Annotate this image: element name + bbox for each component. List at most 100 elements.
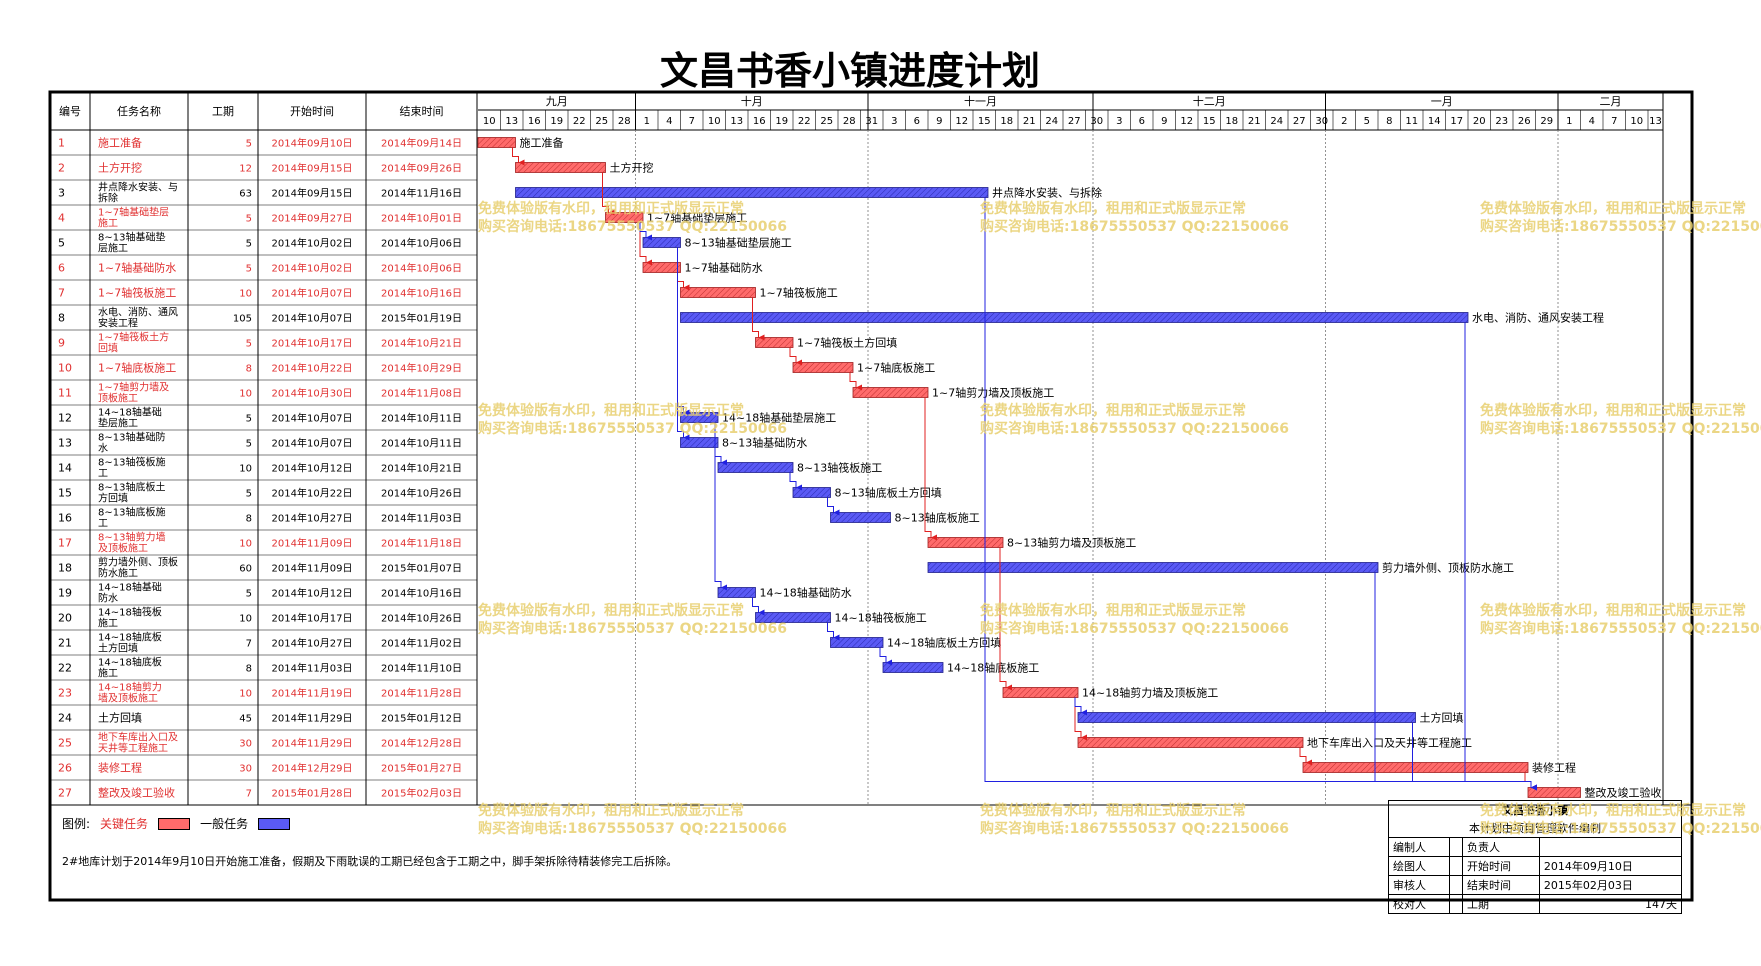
task-no: 24: [58, 712, 72, 725]
task-name: 方回填: [98, 492, 128, 505]
dependency-link: [1412, 722, 1537, 791]
day-tick-label: 30: [1090, 116, 1103, 127]
day-tick-label: 20: [1473, 116, 1486, 127]
gantt-bar: [642, 237, 681, 248]
task-duration: 8: [246, 664, 252, 675]
watermark: 免费体验版有水印，租用和正式版显示正常购买咨询电话:18675550537 QQ…: [1480, 603, 1761, 637]
gantt-bar-label: 土方开挖: [610, 161, 654, 175]
task-end: 2014年11月18日: [381, 537, 462, 550]
task-start: 2014年10月07日: [272, 287, 353, 300]
legend-normal-label: 一般任务: [200, 817, 249, 831]
day-tick-label: 1: [644, 116, 650, 127]
day-tick-label: 15: [978, 116, 991, 127]
task-start: 2014年11月03日: [272, 662, 353, 675]
gantt-bar-label: 14~18轴筏板施工: [835, 611, 927, 625]
gantt-bar-label: 土方回填: [1420, 711, 1464, 725]
task-name: 8~13轴底板土: [98, 481, 165, 494]
gantt-bar: [852, 387, 929, 398]
day-tick-label: 19: [775, 116, 788, 127]
task-no: 18: [58, 562, 72, 575]
dependency-link: [1074, 697, 1087, 716]
task-duration: 5: [246, 439, 252, 450]
day-tick-label: 16: [528, 116, 541, 127]
gantt-bar-label: 14~18轴剪力墙及顶板施工: [1082, 686, 1218, 700]
task-name: 土方开挖: [98, 161, 142, 175]
day-tick-label: 14: [1428, 116, 1441, 127]
gantt-bar: [927, 537, 1004, 548]
task-duration: 7: [246, 789, 252, 800]
task-name: 8~13轴剪力墙: [98, 531, 165, 544]
task-start: 2014年09月10日: [272, 137, 353, 150]
day-tick-label: 10: [1630, 116, 1643, 127]
day-tick-label: 29: [1540, 116, 1553, 127]
task-end: 2014年11月10日: [381, 662, 462, 675]
task-duration: 10: [239, 539, 252, 550]
task-start: 2014年09月15日: [272, 162, 353, 175]
task-no: 1: [58, 137, 65, 150]
task-name: 回填: [98, 342, 118, 355]
dependency-link: [1464, 322, 1537, 791]
gantt-bar: [515, 187, 989, 198]
task-duration: 10: [239, 614, 252, 625]
dependency-link: [879, 647, 892, 666]
task-name: 8~13轴筏板施: [98, 456, 165, 469]
dependency-link: [827, 497, 840, 516]
task-duration: 30: [239, 764, 252, 775]
watermark: 免费体验版有水印，租用和正式版显示正常购买咨询电话:18675550537 QQ…: [1480, 803, 1761, 837]
task-name: 14~18轴底板: [98, 631, 162, 644]
day-tick-label: 10: [483, 116, 496, 127]
sign-start-value: 2014年09月10日: [1538, 856, 1683, 876]
task-name: 施工: [98, 667, 118, 680]
task-duration: 5: [246, 489, 252, 500]
sign-owner-label: 负责人: [1461, 837, 1540, 857]
task-no: 15: [58, 487, 72, 500]
dependency-link: [752, 597, 765, 616]
task-name: 层施工: [98, 242, 128, 255]
task-name: 8~13轴基础防: [98, 431, 165, 444]
sign-drawer-label: 绘图人: [1388, 856, 1450, 876]
day-tick-label: 22: [573, 116, 586, 127]
dependency-link: [677, 272, 690, 291]
task-name: 14~18轴底板: [98, 656, 162, 669]
task-start: 2015年01月28日: [272, 787, 353, 800]
task-no: 19: [58, 587, 72, 600]
gantt-bar: [680, 287, 756, 298]
task-name: 地下车库出入口及: [98, 731, 178, 744]
task-end: 2014年10月06日: [381, 262, 462, 275]
day-tick-label: 27: [1293, 116, 1306, 127]
task-no: 3: [58, 187, 65, 200]
gantt-bar-label: 1~7轴剪力墙及顶板施工: [932, 386, 1054, 400]
task-start: 2014年10月07日: [272, 437, 353, 450]
task-end: 2014年11月16日: [381, 187, 462, 200]
watermark: 免费体验版有水印，租用和正式版显示正常购买咨询电话:18675550537 QQ…: [478, 803, 787, 837]
day-tick-label: 13: [1649, 116, 1662, 127]
watermark: 免费体验版有水印，租用和正式版显示正常购买咨询电话:18675550537 QQ…: [1480, 403, 1761, 437]
day-tick-label: 27: [1068, 116, 1081, 127]
watermark: 免费体验版有水印，租用和正式版显示正常购买咨询电话:18675550537 QQ…: [980, 803, 1289, 837]
task-no: 2: [58, 162, 65, 175]
gantt-bar: [1527, 787, 1581, 798]
task-no: 22: [58, 662, 72, 675]
sign-start-label: 开始时间: [1461, 856, 1540, 876]
task-end: 2014年10月26日: [381, 612, 462, 625]
gantt-bar: [1077, 737, 1304, 748]
day-tick-label: 22: [798, 116, 811, 127]
day-tick-label: 25: [595, 116, 608, 127]
month-label: 十二月: [1193, 94, 1226, 108]
gantt-bar-label: 施工准备: [520, 136, 564, 150]
task-start: 2014年10月22日: [272, 487, 353, 500]
gantt-bar-label: 装修工程: [1532, 761, 1576, 775]
gantt-bar: [830, 637, 884, 648]
schedule-note: 2#地库计划于2014年9月10日开始施工准备，假期及下雨耽误的工期已经包含于工…: [62, 855, 678, 868]
gantt-bar-label: 1~7轴基础垫层施工: [647, 211, 747, 225]
task-no: 4: [58, 212, 65, 225]
task-name: 垫层施工: [98, 417, 138, 430]
gantt-bar-label: 14~18轴基础垫层施工: [722, 411, 836, 425]
gantt-bar: [1302, 762, 1529, 773]
task-name: 工: [98, 519, 108, 530]
task-start: 2014年10月17日: [272, 612, 353, 625]
month-label: 九月: [546, 95, 568, 108]
month-label: 一月: [1431, 95, 1453, 108]
task-start: 2014年10月27日: [272, 637, 353, 650]
day-tick-label: 13: [730, 116, 743, 127]
